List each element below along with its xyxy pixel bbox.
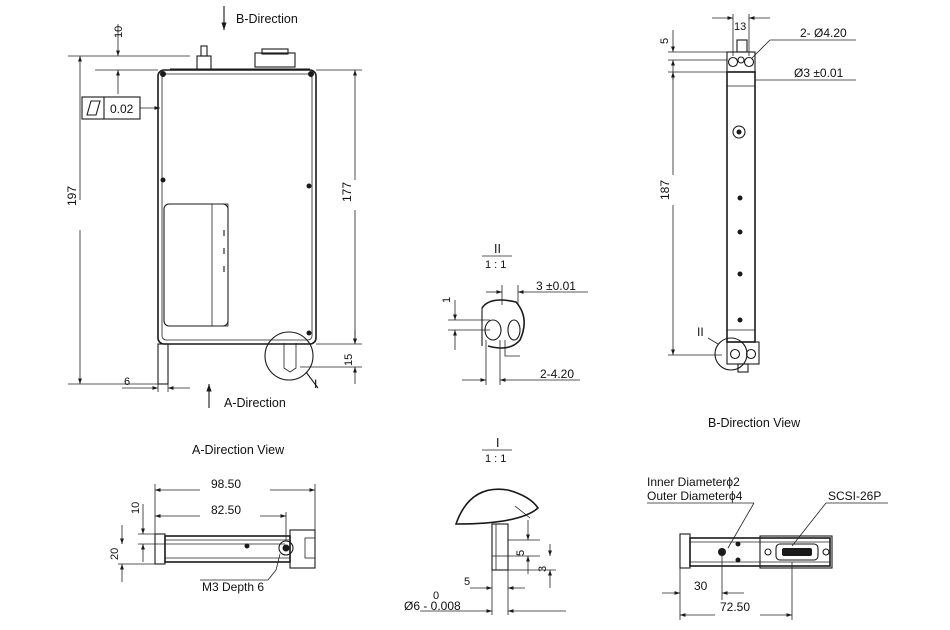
screw-icon xyxy=(306,330,312,336)
dim-deti-5b: 5 xyxy=(464,576,470,588)
front-body-inner xyxy=(161,73,313,341)
dim-front-15: 15 xyxy=(343,354,355,366)
a-direction-label: A-Direction xyxy=(224,396,286,410)
screw-icon xyxy=(244,543,250,549)
detail-ii-part xyxy=(481,299,525,349)
front-top-stub xyxy=(196,55,212,71)
inner-diameter-label: Inner Diameterϕ2 xyxy=(647,475,740,489)
side-view: II 13 5 2- Ø4.20 Ø3 ±0.01 187 B-Directio… xyxy=(658,14,856,430)
side-bottom-cap xyxy=(726,341,760,365)
dim-bdir-30: 30 xyxy=(694,579,708,593)
front-top-connector xyxy=(254,52,296,68)
screw-icon xyxy=(735,557,741,563)
flatness-value: 0.02 xyxy=(110,102,134,116)
detail-ii-view: II 1 : 1 1 3 ±0.01 2-4.20 xyxy=(441,242,588,385)
pin-hole xyxy=(718,548,726,556)
dim-front-177: 177 xyxy=(340,182,354,202)
side-hole xyxy=(732,125,746,139)
dim-detii-1: 1 xyxy=(441,297,453,303)
flatness-icon xyxy=(86,100,101,116)
dim-front-6: 6 xyxy=(124,376,130,388)
side-body xyxy=(726,71,756,343)
detail-ii-label: II xyxy=(494,242,501,256)
dim-front-10: 10 xyxy=(113,26,125,38)
detail-ii-marker: II xyxy=(697,325,704,339)
detail-i-head xyxy=(454,488,540,525)
dim-detii-2x: 2-4.20 xyxy=(540,367,574,381)
dim-detii-3: 3 ±0.01 xyxy=(536,279,576,293)
side-top-cap xyxy=(726,51,756,73)
screw-icon xyxy=(737,229,743,235)
screw-icon xyxy=(160,71,166,77)
outer-diameter-label: Outer Diameterϕ4 xyxy=(647,489,743,503)
m3-hole xyxy=(278,540,294,556)
adir-end-block xyxy=(289,529,316,569)
detail-i-scale: 1 : 1 xyxy=(485,453,506,465)
dim-side-hole-3: Ø3 ±0.01 xyxy=(794,66,844,80)
detail-ii-circle xyxy=(714,337,748,371)
dim-deti-3: 3 xyxy=(537,566,549,572)
side-bottom-hole xyxy=(745,348,757,360)
front-top-connector-cap xyxy=(261,48,289,55)
dim-deti-phi6: Ø6 - 0.008 xyxy=(404,599,461,613)
dim-adir-10: 10 xyxy=(130,502,142,514)
screw-icon xyxy=(737,317,743,323)
detail-i-marker: I xyxy=(314,377,317,391)
detail-i-shank xyxy=(491,523,509,571)
side-top-hole xyxy=(727,56,739,68)
dim-adir-82-50: 82.50 xyxy=(211,503,241,517)
detail-i-view: I 1 : 1 5 3 5 0 Ø6 - 0.008 xyxy=(404,436,566,615)
side-top-hole xyxy=(743,56,755,68)
front-body-outline xyxy=(157,69,317,345)
detail-ii-hole xyxy=(507,319,521,341)
b-direction-label: B-Direction xyxy=(236,12,298,26)
screw-icon xyxy=(737,271,743,277)
dim-bdir-72-50: 72.50 xyxy=(720,600,750,614)
dim-adir-98-50: 98.50 xyxy=(211,477,241,491)
scsi-label: SCSI-26P xyxy=(828,489,881,503)
dim-side-13: 13 xyxy=(734,21,746,33)
screw-icon xyxy=(737,195,743,201)
dim-deti-0: 0 xyxy=(433,590,439,602)
m3-depth-label: M3 Depth 6 xyxy=(202,580,264,594)
dim-side-187: 187 xyxy=(658,180,672,200)
b-direction-view-title: B-Direction View xyxy=(708,416,801,430)
dim-side-5: 5 xyxy=(659,38,671,44)
scsi-connector xyxy=(759,535,833,569)
dim-adir-20: 20 xyxy=(109,548,121,560)
screw-icon xyxy=(160,177,166,183)
detail-ii-scale: 1 : 1 xyxy=(485,259,506,271)
a-direction-view-title: A-Direction View xyxy=(192,443,285,457)
screw-icon xyxy=(735,541,741,547)
detail-i-circle xyxy=(264,331,314,381)
dim-front-197: 197 xyxy=(65,186,79,206)
front-view: I B-Direction A-Direction 10 197 0.02 17… xyxy=(65,6,362,457)
detail-i-label: I xyxy=(496,436,499,450)
front-bottom-foot xyxy=(157,343,169,385)
front-top-pin xyxy=(200,45,208,57)
side-bottom-hole xyxy=(729,348,741,360)
b-direction-view: Inner Diameterϕ2 Outer Diameterϕ4 SCSI-2… xyxy=(647,475,888,620)
screw-icon xyxy=(306,183,312,189)
screw-icon xyxy=(308,71,314,77)
dim-deti-5a: 5 xyxy=(515,550,527,556)
a-direction-view: 98.50 82.50 10 20 M3 Depth 6 xyxy=(109,477,316,594)
dim-side-hole-2x: 2- Ø4.20 xyxy=(800,26,847,40)
